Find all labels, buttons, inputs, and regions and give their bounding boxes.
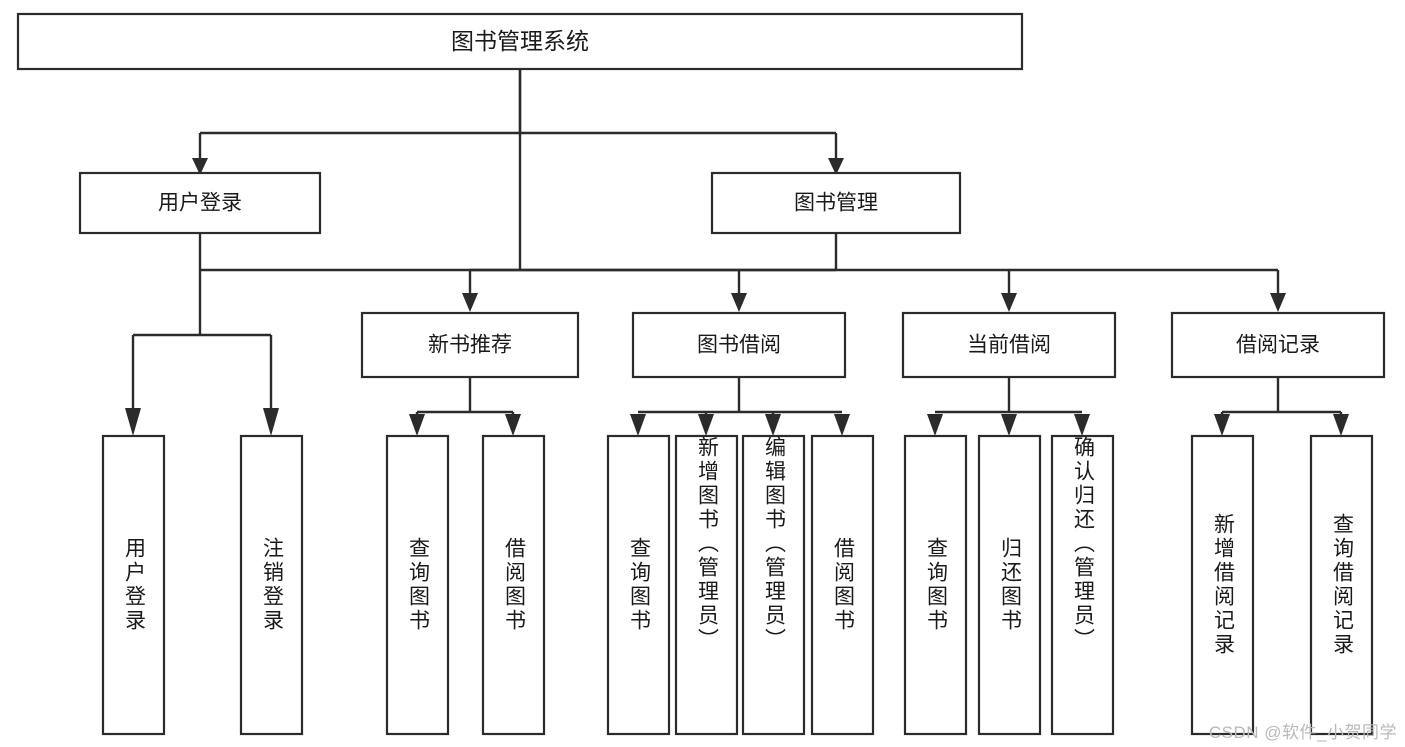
node-book-management-box[interactable]: [710, 171, 962, 235]
leaf-box-borrow-book-a[interactable]: [481, 434, 546, 736]
node-current-borrow[interactable]: 当前借阅: [901, 311, 1117, 379]
node-book-borrow-box[interactable]: [631, 311, 847, 379]
node-current-borrow-box[interactable]: [901, 311, 1117, 379]
arrow-leaf-current-2: [1001, 414, 1017, 436]
arrow-leaf-borrow-1: [630, 414, 646, 436]
node-book-borrow[interactable]: 图书借阅: [631, 311, 847, 379]
leaf-box-query-borrow-record[interactable]: [1309, 434, 1374, 736]
csdn-watermark: CSDN @软件_小贺同学: [1208, 723, 1397, 742]
node-new-book-recommend[interactable]: 新书推荐: [360, 311, 580, 379]
node-book-management[interactable]: 图书管理: [710, 171, 962, 235]
node-book-management-label: 图书管理: [794, 192, 878, 215]
arrow-leaf-user-login-2: [263, 408, 279, 436]
node-root[interactable]: 图书管理系统: [16, 12, 1024, 71]
leaf-box-query-book-a[interactable]: [385, 434, 450, 736]
leaf-box-query-book-c[interactable]: [903, 434, 968, 736]
node-new-book-recommend-box[interactable]: [360, 311, 580, 379]
node-root-box[interactable]: [16, 12, 1024, 71]
arrow-leaf-user-login-1: [125, 408, 141, 436]
arrow-leaf-newbook-2: [505, 414, 521, 436]
node-root-label: 图书管理系统: [451, 28, 589, 54]
leaf-box-logout[interactable]: [239, 434, 304, 736]
arrow-leaf-newbook-1: [409, 414, 425, 436]
leaf-box-query-book-b[interactable]: [606, 434, 671, 736]
arrow-leaf-record-2: [1333, 414, 1349, 436]
leaf-box-add-book-admin[interactable]: [674, 434, 739, 736]
node-user-login-box[interactable]: [78, 171, 322, 235]
node-user-login-label: 用户登录: [158, 192, 242, 215]
arrow-l3-2: [731, 293, 747, 312]
arrow-leaf-borrow-4: [834, 414, 850, 436]
node-book-borrow-label: 图书借阅: [697, 334, 781, 357]
arrow-user-login: [192, 158, 208, 175]
arrow-l3-1: [462, 293, 478, 312]
arrow-l3-3: [1001, 293, 1017, 312]
arrow-leaf-borrow-3: [765, 414, 781, 436]
arrow-leaf-borrow-2: [698, 414, 714, 436]
connector-layer: [125, 69, 1349, 436]
node-borrow-record-label: 借阅记录: [1236, 334, 1320, 357]
arrow-l3-4: [1270, 293, 1286, 312]
node-borrow-record[interactable]: 借阅记录: [1170, 311, 1386, 379]
arrow-leaf-record-1: [1214, 414, 1230, 436]
leaf-box-confirm-return-admin[interactable]: [1050, 434, 1115, 736]
arrow-book-mgmt: [828, 158, 844, 175]
arrow-leaf-current-3: [1074, 414, 1090, 436]
node-user-login[interactable]: 用户登录: [78, 171, 322, 235]
node-current-borrow-label: 当前借阅: [967, 334, 1051, 357]
leaf-box-return-book[interactable]: [977, 434, 1042, 736]
node-new-book-recommend-label: 新书推荐: [428, 334, 512, 357]
leaf-box-edit-book-admin[interactable]: [741, 434, 806, 736]
arrow-leaf-current-1: [927, 414, 943, 436]
leaf-box-add-borrow-record[interactable]: [1190, 434, 1255, 736]
node-borrow-record-box[interactable]: [1170, 311, 1386, 379]
leaf-box-user-login[interactable]: [101, 434, 166, 736]
leaf-box-borrow-book-b[interactable]: [810, 434, 875, 736]
leaf-box-layer: [101, 434, 1374, 736]
